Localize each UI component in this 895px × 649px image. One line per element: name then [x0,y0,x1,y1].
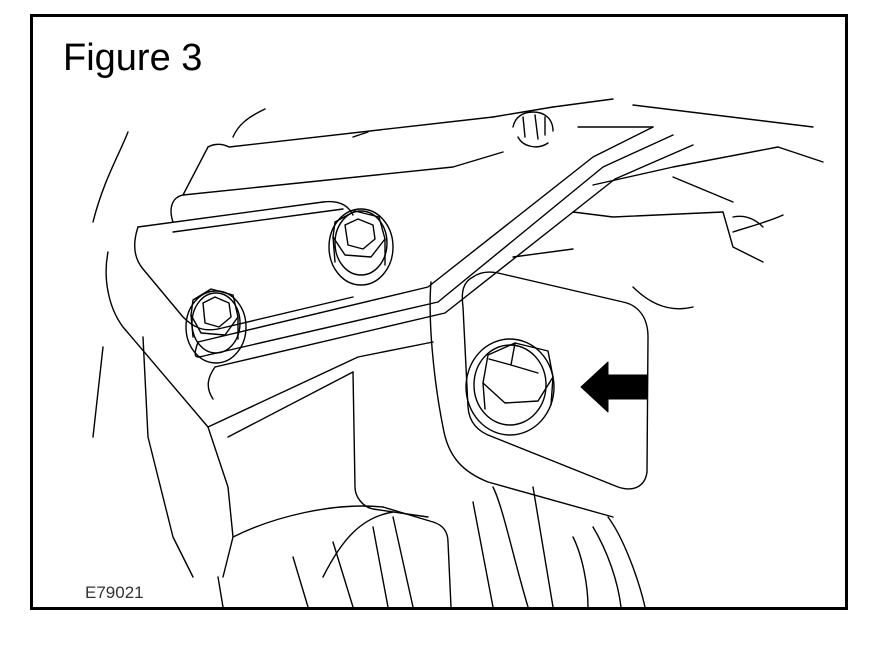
top-bolt [512,111,554,148]
middle-bolt [328,208,394,286]
lower-housing [92,251,646,607]
bolt-boss [134,126,694,400]
housing-top-left-edge [92,108,266,223]
upper-rail-plate [170,98,814,223]
figure-title: Figure 3 [63,37,203,79]
arrow-left-icon [580,361,648,413]
target-bolt [465,338,555,436]
left-bolt [185,288,247,364]
line-drawing [92,98,824,607]
bolt-pocket [429,248,649,518]
figure-reference-code: E79021 [83,583,146,603]
figure-frame: Figure 3 [30,14,848,610]
right-housing [572,146,824,310]
